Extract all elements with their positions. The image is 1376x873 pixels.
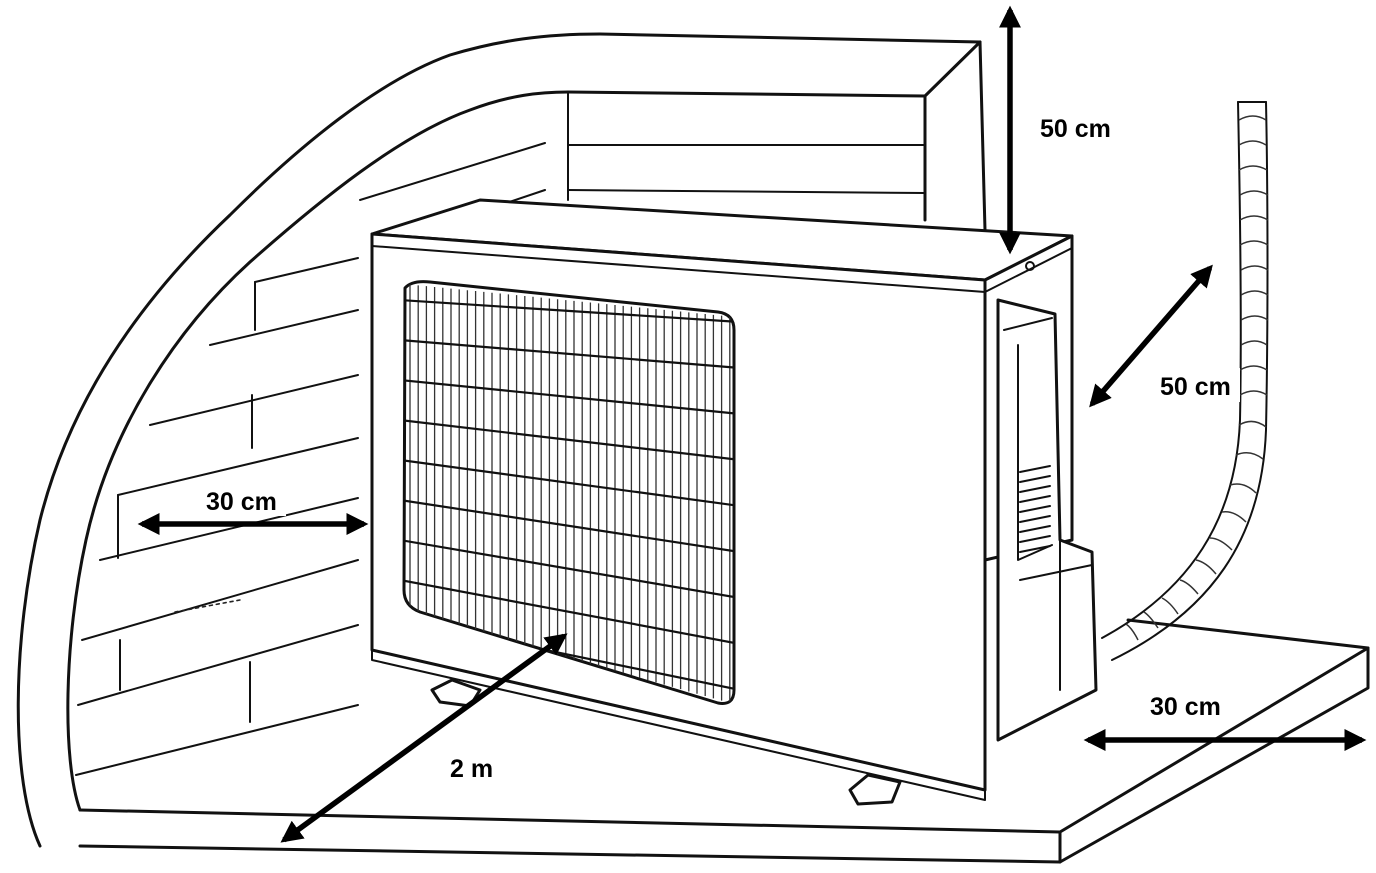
top-clearance-label: 50 cm	[1040, 115, 1111, 143]
pipe-wrap	[1125, 115, 1269, 641]
right-label-backdrop	[1146, 690, 1232, 722]
side-label-backdrop	[1156, 368, 1240, 402]
right-clearance-label: 30 cm	[1150, 693, 1221, 721]
grille-bar	[404, 418, 734, 462]
back-clearance-label: 30 cm	[206, 488, 277, 516]
fan-grille	[402, 280, 736, 705]
grille-bar	[404, 578, 734, 646]
grille-bar	[404, 538, 734, 600]
side-clearance-label: 50 cm	[1160, 373, 1231, 401]
clearance-labels: 50 cm 50 cm 30 cm 30 cm 2 m	[202, 115, 1240, 783]
grille-bar	[404, 298, 734, 324]
grille-bar	[404, 498, 734, 554]
grille-bar	[404, 378, 734, 416]
refrigerant-pipe	[1101, 101, 1269, 661]
front-clearance-label: 2 m	[450, 755, 493, 783]
side-vents	[1019, 465, 1051, 553]
back-label-backdrop	[202, 486, 286, 516]
grille-bar	[404, 458, 734, 508]
unit-foot-right	[848, 773, 902, 806]
clearance-arrows	[137, 5, 1367, 843]
front-clearance-arrow	[280, 633, 568, 843]
side-clearance-arrow	[1089, 264, 1213, 408]
grille-bar	[404, 338, 734, 370]
grille-mesh	[404, 284, 734, 703]
